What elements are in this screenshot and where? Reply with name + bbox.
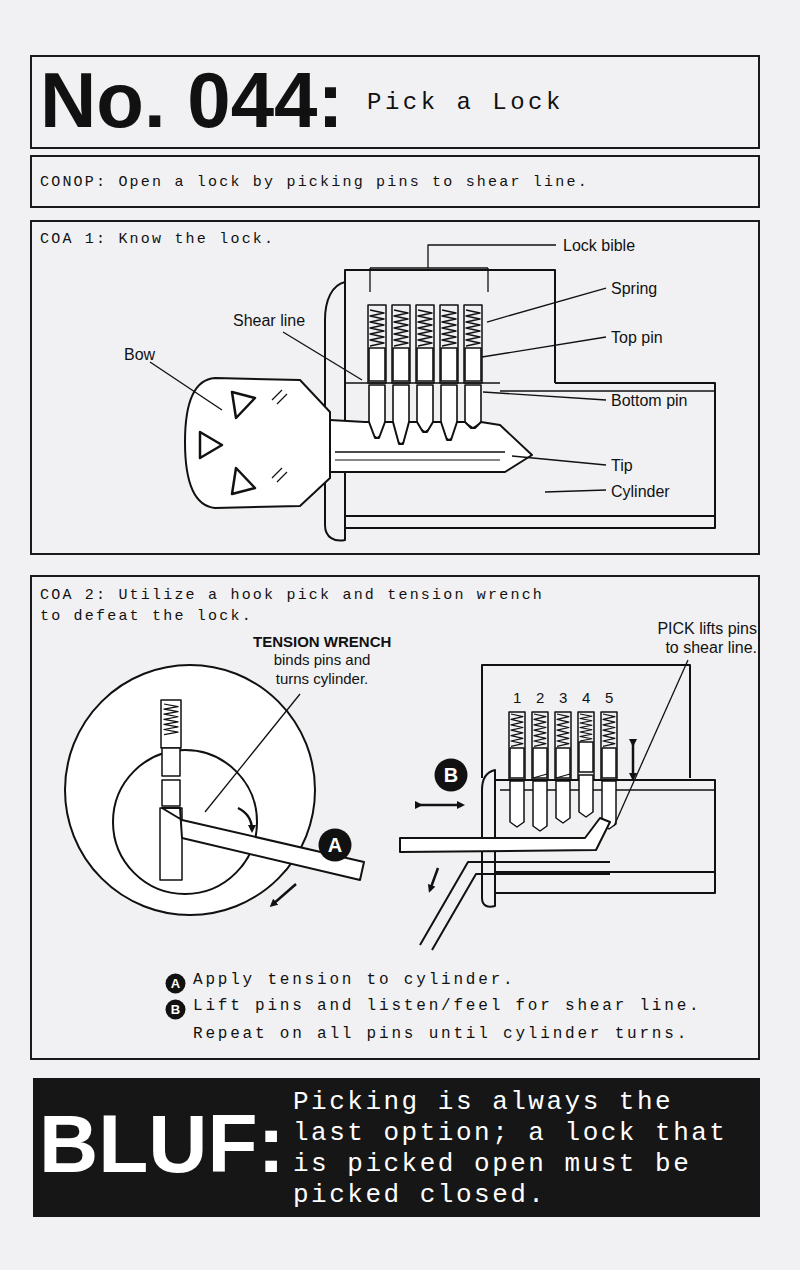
part-label: Cylinder — [611, 482, 670, 501]
node-heading: No. 044: — [40, 57, 343, 143]
tool-note: binds pins and turns cylinder. — [267, 650, 377, 688]
part-label: Spring — [611, 279, 657, 298]
bluf-banner: BLUF:Picking is always the last option; … — [33, 1078, 760, 1217]
pin-number: 3 — [559, 688, 567, 707]
step-text: Apply tension to cylinder. — [193, 971, 515, 990]
coa-panel: COA 1: Know the lock. — [30, 220, 760, 555]
pin-number: 5 — [605, 688, 613, 707]
node-heading: COA 1: Know the lock. — [40, 230, 275, 250]
callout-circle: B — [434, 758, 468, 792]
callout-circle: A — [165, 973, 186, 994]
step-text: Repeat on all pins until cylinder turns. — [193, 1025, 689, 1044]
part-label: Shear line — [233, 311, 305, 330]
part-label: Bottom pin — [611, 391, 687, 410]
node-heading: CONOP: Open a lock by picking pins to sh… — [40, 173, 589, 193]
step-text: Lift pins and listen/feel for shear line… — [193, 997, 701, 1016]
pin-number: 1 — [513, 688, 521, 707]
callout-letter: A — [318, 828, 352, 862]
part-label: Tip — [611, 456, 633, 475]
callout-letter: A — [165, 973, 186, 994]
part-label: Top pin — [611, 328, 663, 347]
conop-box: CONOP: Open a lock by picking pins to sh… — [30, 155, 760, 208]
pin-number: 2 — [536, 688, 544, 707]
part-label: Lock bible — [563, 236, 635, 255]
tool-label: TENSION WRENCH — [253, 632, 391, 651]
tool-note: PICK lifts pins to shear line. — [649, 619, 757, 657]
callout-circle: B — [165, 999, 186, 1020]
callout-letter: B — [165, 999, 186, 1020]
pin-number: 4 — [582, 688, 590, 707]
node-body: Picking is always the last option; a loc… — [293, 1087, 738, 1211]
title-box: No. 044: Pick a Lock — [30, 55, 760, 149]
node-heading: COA 2: Utilize a hook pick and tension w… — [40, 585, 565, 627]
callout-letter: B — [434, 758, 468, 792]
node-heading: BLUF: — [39, 1096, 285, 1192]
part-label: Bow — [124, 345, 155, 364]
callout-circle: A — [318, 828, 352, 862]
node-body: Pick a Lock — [367, 89, 564, 117]
